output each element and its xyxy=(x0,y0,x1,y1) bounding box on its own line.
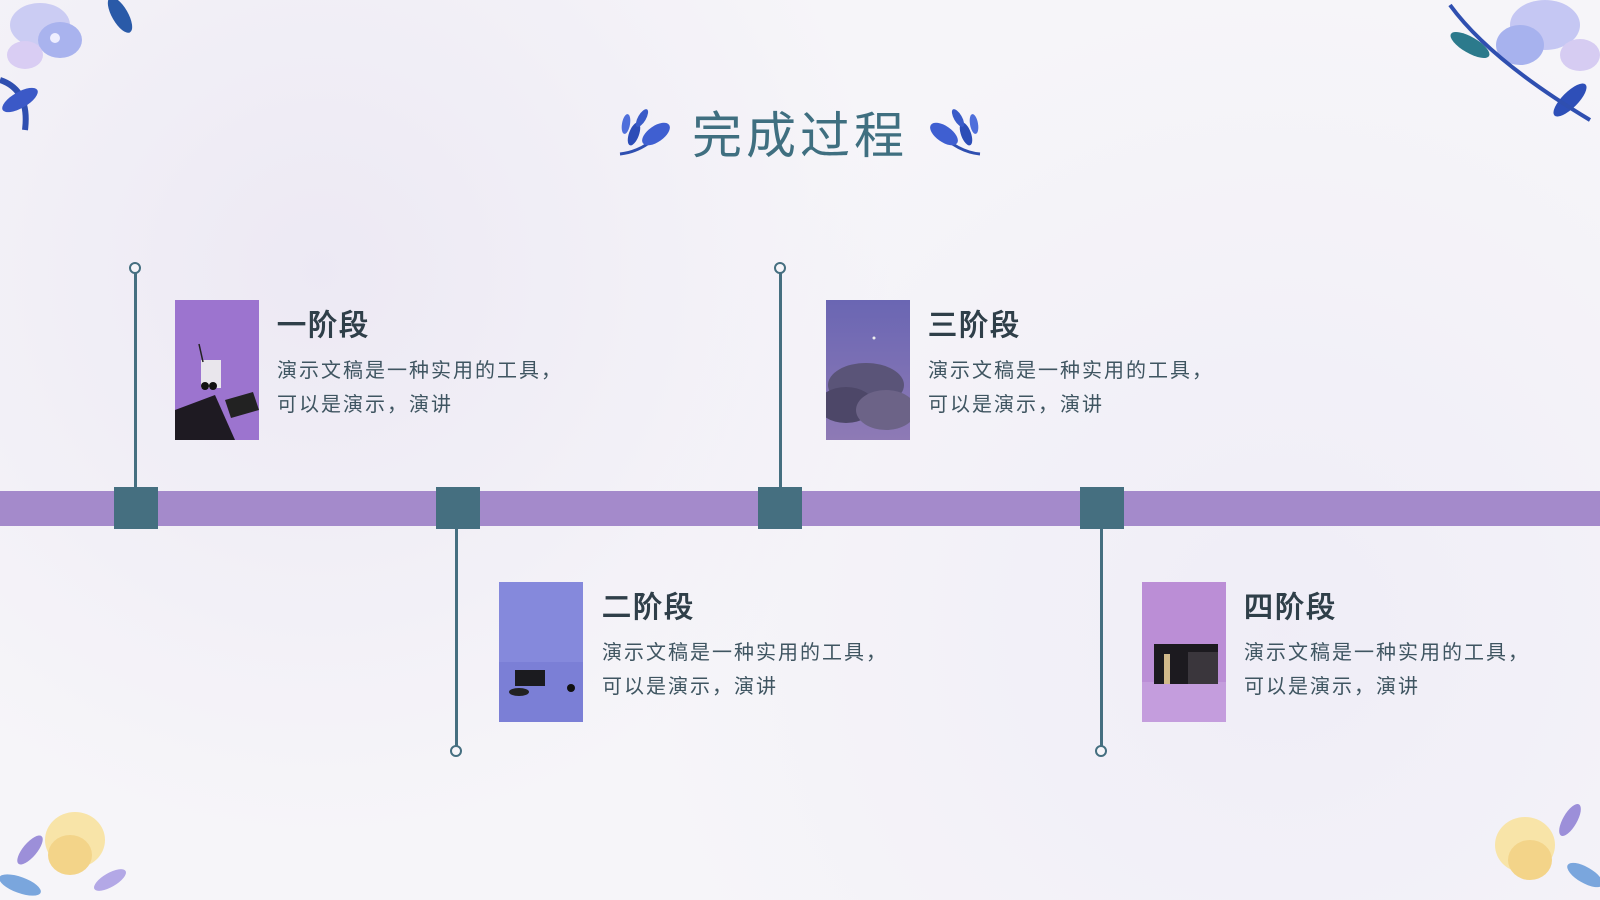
title-row: 完成过程 xyxy=(0,96,1600,168)
stage-1-photo xyxy=(175,300,259,440)
stage-2-title: 二阶段 xyxy=(602,590,696,624)
leaf-sprig-icon xyxy=(930,109,981,156)
stage-3-description: 演示文稿是一种实用的工具，可以是演示，演讲 xyxy=(928,358,1214,416)
stage-4-title: 四阶段 xyxy=(1244,590,1338,624)
connector-dot xyxy=(129,262,141,274)
stage-4-photo xyxy=(1142,582,1226,722)
flower-decoration-bottom-left xyxy=(0,812,126,896)
stage-1-title: 一阶段 xyxy=(277,308,371,342)
connector-line xyxy=(455,528,458,746)
connector-dot xyxy=(450,745,462,757)
leaf-sprig-icon xyxy=(619,109,670,156)
connector-dot xyxy=(774,262,786,274)
flower-decoration-bottom-right xyxy=(1495,804,1600,888)
flower-decoration-top-left xyxy=(0,0,133,131)
connector-line xyxy=(134,272,137,490)
timeline-node xyxy=(1080,487,1124,529)
flower-decoration-top-right xyxy=(1448,0,1600,122)
timeline-node xyxy=(758,487,802,529)
stage-3-photo xyxy=(826,300,910,440)
stage-3-title: 三阶段 xyxy=(928,308,1022,342)
stage-2-description: 演示文稿是一种实用的工具，可以是演示，演讲 xyxy=(602,640,888,698)
stage-4-description: 演示文稿是一种实用的工具，可以是演示，演讲 xyxy=(1244,640,1530,698)
page-title: 完成过程 xyxy=(692,107,908,165)
connector-dot xyxy=(1095,745,1107,757)
stage-1-description: 演示文稿是一种实用的工具，可以是演示，演讲 xyxy=(277,358,563,416)
connector-line xyxy=(1100,528,1103,746)
timeline-node xyxy=(436,487,480,529)
stage-2-photo xyxy=(499,582,583,722)
timeline-node xyxy=(114,487,158,529)
connector-line xyxy=(779,272,782,490)
